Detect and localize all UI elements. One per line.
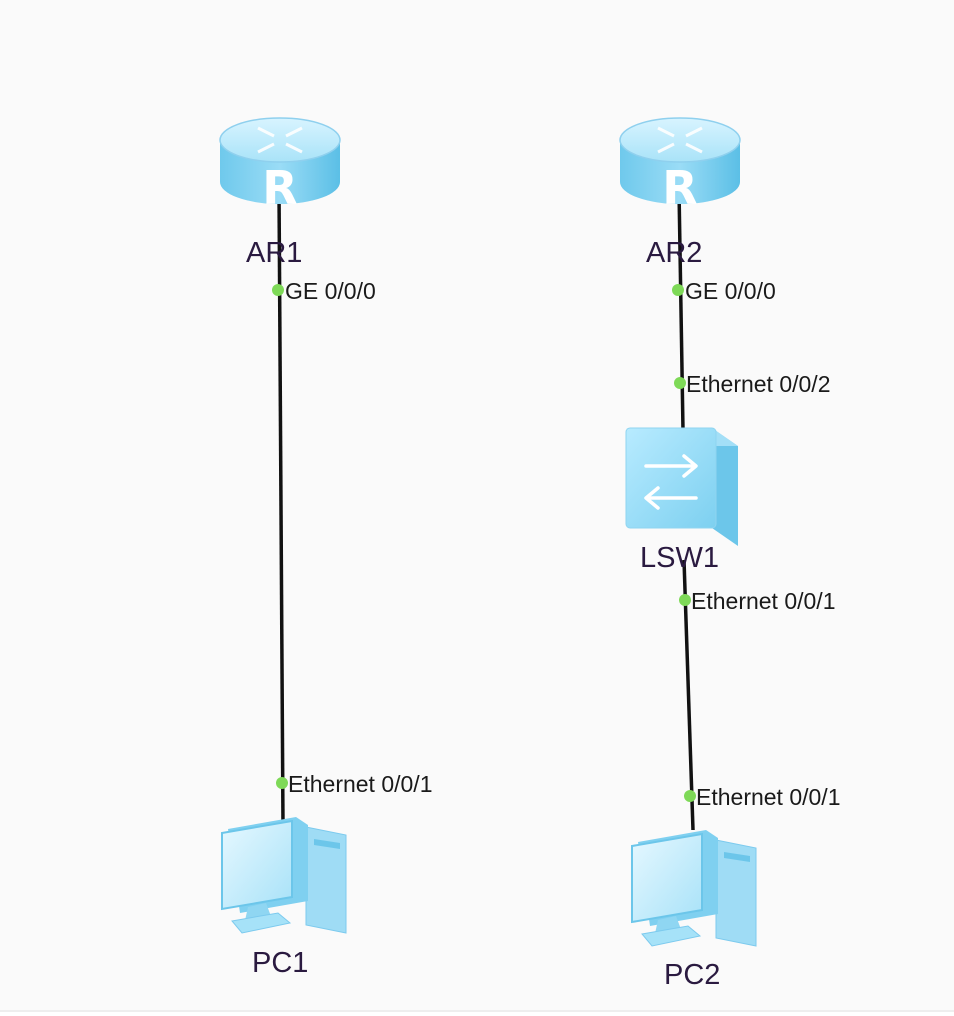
pc-pc2[interactable]: [631, 830, 757, 947]
pc-icon: [631, 830, 757, 947]
port-label-pc2-eth001: Ethernet 0/0/1: [696, 784, 841, 810]
device-label-pc2: PC2: [664, 959, 720, 991]
port-label-pc1-eth001: Ethernet 0/0/1: [288, 771, 433, 797]
link-ar2-lsw1[interactable]: [677, 189, 685, 431]
device-label-ar1: AR1: [246, 237, 302, 269]
port-dot-pc2-eth001: [684, 790, 696, 802]
port-dot-lsw1-eth001: [679, 594, 691, 606]
port-label-lsw1-eth001: Ethernet 0/0/1: [691, 588, 836, 614]
pc-icon: [221, 817, 347, 934]
router-glyph: R: [662, 161, 697, 215]
pc-pc1[interactable]: [221, 817, 347, 934]
port-label-lsw1-eth002: Ethernet 0/0/2: [686, 371, 831, 397]
port-dot-pc1-eth001: [276, 777, 288, 789]
device-label-ar2: AR2: [646, 237, 702, 269]
port-label-ar1-ge000: GE 0/0/0: [285, 278, 376, 304]
port-dot-ar1-ge000: [272, 284, 284, 296]
port-label-ar2-ge000: GE 0/0/0: [685, 278, 776, 304]
device-label-pc1: PC1: [252, 947, 308, 979]
router-ar1[interactable]: R: [219, 117, 341, 215]
router-ar2[interactable]: R: [619, 117, 741, 215]
router-icon: R: [219, 117, 341, 215]
switch-icon: [625, 427, 738, 546]
port-dot-ar2-ge000: [672, 284, 684, 296]
router-icon: R: [619, 117, 741, 215]
device-label-lsw1: LSW1: [640, 542, 719, 574]
switch-lsw1[interactable]: [625, 427, 738, 546]
router-glyph: R: [262, 161, 297, 215]
link-ar1-pc1[interactable]: [277, 189, 285, 826]
port-dot-lsw1-eth002: [674, 377, 686, 389]
